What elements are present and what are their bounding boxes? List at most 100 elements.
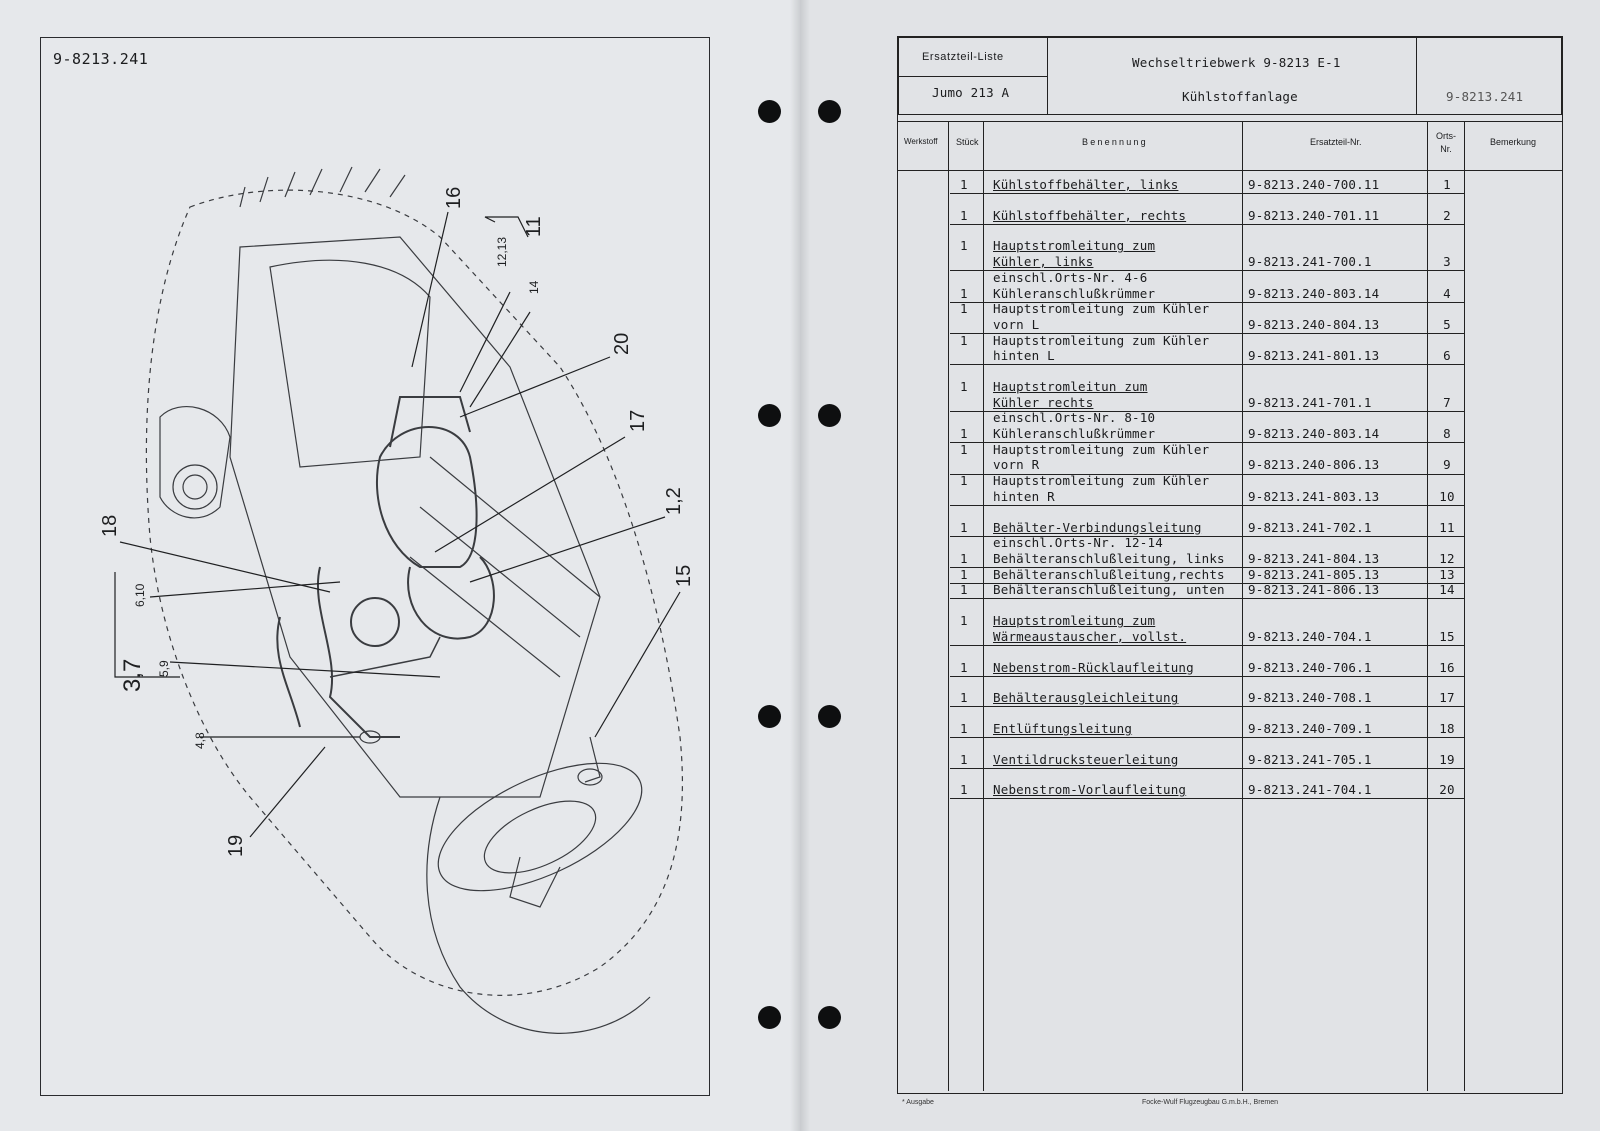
row-part-number: 9-8213.240-803.14	[1248, 285, 1380, 301]
row-position: 17	[1439, 690, 1455, 706]
row-description: Entlüftungsleitung	[993, 720, 1133, 736]
row-description: Kühlstoffbehälter, links	[993, 177, 1179, 192]
row-description: Hauptstromleitung zum Kühler	[993, 332, 1210, 348]
row-position: 14	[1439, 582, 1455, 598]
row-part-number: 9-8213.240-704.1	[1248, 628, 1372, 644]
row-rule	[950, 582, 1464, 584]
page-fold	[790, 0, 810, 1131]
row-description: Kühler, links	[993, 254, 1094, 270]
row-position: 11	[1439, 519, 1455, 535]
drawing-frame	[40, 37, 710, 1096]
row-qty: 1	[960, 441, 968, 457]
row-rule	[950, 706, 1464, 708]
row-qty: 1	[960, 782, 968, 798]
row-qty: 1	[960, 301, 968, 317]
row-position: 12	[1439, 551, 1455, 566]
row-rule	[950, 798, 1464, 800]
row-description: Hauptstromleitung zum Kühler	[993, 441, 1210, 457]
binder-hole	[758, 100, 781, 123]
row-description: Behälteranschlußleitung, unten	[993, 582, 1225, 598]
callout-14: 14	[527, 280, 541, 294]
row-qty: 1	[960, 379, 968, 394]
binder-hole	[818, 705, 841, 728]
row-description: Ventildrucksteuerleitung	[993, 751, 1179, 767]
row-part-number: 9-8213.241-803.13	[1248, 488, 1380, 504]
row-position: 8	[1443, 426, 1451, 442]
row-description: Behälterausgleichleitung	[993, 690, 1179, 706]
left-page	[0, 0, 800, 1131]
row-rule	[950, 332, 1464, 334]
callout-11: 11	[523, 216, 545, 237]
binder-hole	[758, 404, 781, 427]
row-description: einschl.Orts-Nr. 12-14	[993, 535, 1163, 551]
row-qty: 1	[960, 285, 968, 301]
drawing-code: 9-8213.241	[53, 50, 149, 68]
row-part-number: 9-8213.240-709.1	[1248, 720, 1372, 736]
row-description: vorn L	[993, 316, 1040, 332]
row-description: Hauptstromleitun zum	[993, 379, 1148, 394]
row-rule	[950, 598, 1464, 600]
row-position: 1	[1443, 177, 1451, 192]
row-rule	[950, 473, 1464, 475]
right-page	[800, 0, 1600, 1131]
row-position: 5	[1443, 316, 1451, 332]
row-position: 4	[1443, 285, 1451, 301]
row-part-number: 9-8213.241-702.1	[1248, 519, 1372, 535]
callout-12-13: 12,13	[495, 237, 509, 267]
row-rule	[950, 535, 1464, 537]
engine-drawing: 16 11 12,13 14 20 17 1,2 15 18 6,10 3,7 …	[99, 166, 695, 1034]
parts-list-sheet: Ersatzteil-Liste Jumo 213 A Wechseltrieb…	[897, 36, 1563, 1106]
engine-outline	[145, 166, 683, 1034]
row-qty: 1	[960, 207, 968, 223]
row-position: 6	[1443, 348, 1451, 364]
row-description: Kühler rechts	[993, 394, 1094, 410]
row-rule	[950, 644, 1464, 646]
col-stueck: Stück	[956, 137, 979, 147]
row-description: hinten R	[993, 488, 1055, 504]
row-part-number: 9-8213.241-701.1	[1248, 394, 1372, 410]
row-qty: 1	[960, 332, 968, 348]
row-description: Hauptstromleitung zum	[993, 238, 1156, 254]
row-rule	[950, 301, 1464, 303]
row-description: Kühlstoffbehälter, rechts	[993, 207, 1187, 223]
row-qty: 1	[960, 519, 968, 535]
callout-leaders	[114, 211, 681, 838]
callout-20: 20	[611, 333, 633, 355]
row-position: 9	[1443, 457, 1451, 473]
binder-hole	[818, 404, 841, 427]
callout-16: 16	[443, 187, 465, 209]
row-description: Behälteranschlußleitung,rechts	[993, 566, 1225, 582]
doc-number: 9-8213.241	[1446, 89, 1524, 104]
footer-left: * Ausgabe	[902, 1099, 934, 1106]
row-rule	[950, 270, 1464, 272]
row-description: vorn R	[993, 457, 1040, 473]
row-position: 16	[1439, 659, 1455, 675]
callout-5-9: 5,9	[157, 660, 171, 677]
binder-hole	[818, 1006, 841, 1029]
col-benennung: Benennung	[1082, 137, 1148, 147]
row-part-number: 9-8213.241-705.1	[1248, 751, 1372, 767]
col-ersatzteil-nr: Ersatzteil-Nr.	[1310, 137, 1362, 147]
row-position: 19	[1439, 751, 1455, 767]
binder-hole	[758, 705, 781, 728]
row-description: Kühleranschlußkrümmer	[993, 426, 1156, 442]
row-rule	[950, 193, 1464, 194]
row-part-number: 9-8213.240-701.11	[1248, 207, 1380, 223]
row-part-number: 9-8213.240-700.11	[1248, 177, 1380, 192]
row-rule	[950, 442, 1464, 444]
row-description: einschl.Orts-Nr. 4-6	[993, 269, 1148, 285]
row-description: Kühleranschlußkrümmer	[993, 285, 1156, 301]
footer-right: Focke-Wulf Flugzeugbau G.m.b.H., Bremen	[1142, 1099, 1279, 1106]
callout-15: 15	[673, 565, 695, 587]
row-position: 3	[1443, 254, 1451, 270]
row-qty: 1	[960, 582, 968, 598]
row-qty: 1	[960, 473, 968, 489]
row-description: hinten L	[993, 348, 1055, 364]
row-position: 18	[1439, 720, 1455, 736]
row-position: 15	[1439, 628, 1455, 644]
col-werkstoff: Werkstoff	[904, 137, 938, 146]
row-part-number: 9-8213.240-706.1	[1248, 659, 1372, 675]
row-qty: 1	[960, 613, 968, 629]
row-part-number: 9-8213.240-708.1	[1248, 690, 1372, 706]
row-description: Nebenstrom-Rücklaufleitung	[993, 659, 1194, 675]
